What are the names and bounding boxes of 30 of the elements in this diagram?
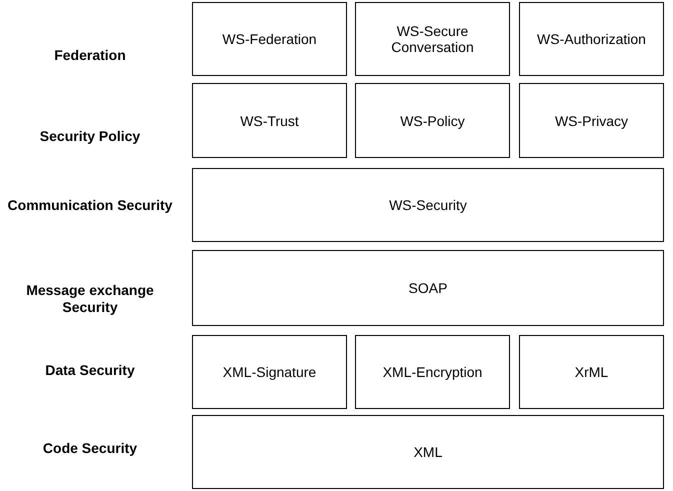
layer-name: WS-Policy bbox=[399, 112, 466, 128]
layer-box bbox=[355, 83, 510, 158]
layer-box bbox=[519, 335, 664, 409]
layer-name: XML-Encryption bbox=[382, 364, 484, 380]
layer-box bbox=[355, 2, 510, 76]
layer-box bbox=[192, 415, 664, 489]
layer-name: WS-Security bbox=[388, 197, 468, 213]
layer-box bbox=[519, 83, 664, 158]
layer-box bbox=[192, 335, 347, 409]
layer-box bbox=[192, 2, 347, 76]
layer-box bbox=[355, 335, 510, 409]
row-label: Message exchange Security bbox=[25, 282, 155, 316]
layer-name: SOAP bbox=[408, 280, 448, 296]
layer-name: WS-Privacy bbox=[554, 112, 630, 128]
layer-box bbox=[192, 168, 664, 242]
layer-box bbox=[519, 2, 664, 76]
layer-box bbox=[192, 83, 347, 158]
layer-name: XML-Signature bbox=[222, 364, 318, 380]
layer-name: WS-Federation bbox=[221, 31, 318, 47]
row-label: Federation bbox=[53, 47, 127, 64]
layer-name: WS-Authorization bbox=[536, 31, 647, 47]
row-label: Code Security bbox=[42, 440, 138, 457]
row-label: Security Policy bbox=[38, 128, 142, 145]
layer-name: WS-Secure Conversation bbox=[390, 23, 475, 55]
row-label: Data Security bbox=[44, 362, 136, 379]
row-label: Communication Security bbox=[6, 197, 174, 214]
layer-name: WS-Trust bbox=[239, 112, 300, 128]
layer-name: XML bbox=[412, 444, 444, 460]
layer-box bbox=[192, 250, 664, 326]
layer-name: XrML bbox=[574, 364, 610, 380]
